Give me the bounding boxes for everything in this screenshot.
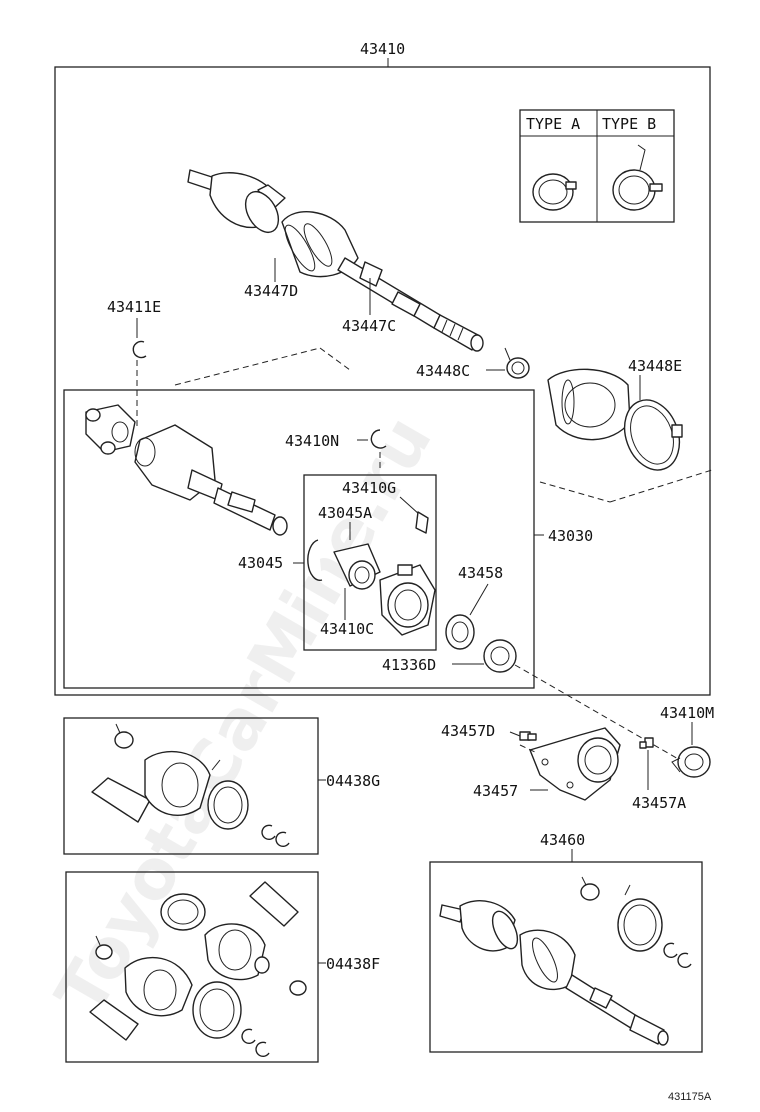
- label-bolt-d[interactable]: 43457D: [441, 722, 495, 740]
- oil-seal-icon: [483, 639, 517, 673]
- label-bearing-retainer[interactable]: 43410C: [320, 620, 374, 638]
- boot-kit-g-box: [63, 717, 319, 855]
- label-bearing-a[interactable]: 43045A: [318, 504, 372, 522]
- label-bearing-m[interactable]: 43410M: [660, 704, 714, 722]
- clamp-small-icon: [504, 347, 530, 379]
- label-clamp-inner[interactable]: 43448C: [416, 362, 470, 380]
- label-ring-g[interactable]: 43410G: [342, 479, 396, 497]
- label-bracket[interactable]: 43457: [473, 782, 518, 800]
- bearing-m-icon: [671, 746, 711, 778]
- tripod-joint-icon: [85, 404, 136, 455]
- drive-shaft-upper-icon: [187, 169, 484, 352]
- boot-kit-f-box: [65, 871, 319, 1063]
- type-a-label: TYPE A: [526, 115, 580, 133]
- clamp-type-box: TYPE A TYPE B: [519, 109, 675, 223]
- label-oil-seal[interactable]: 41336D: [382, 656, 436, 674]
- ring-g-icon: [415, 511, 429, 534]
- label-boot-outer-clamp[interactable]: 43447C: [342, 317, 396, 335]
- clamp-type-b-icon: [612, 144, 663, 211]
- bracket-icon: [529, 727, 621, 801]
- label-bearing-assy[interactable]: 43045: [238, 554, 283, 572]
- bearing-retainer-icon: [379, 564, 436, 636]
- label-outboard-shaft[interactable]: 43460: [540, 831, 585, 849]
- snap-ring-n-icon: [370, 429, 387, 449]
- bearing-icon: [307, 539, 381, 590]
- boot-kit-g-parts-icon: [91, 723, 290, 848]
- label-boot-kit-f[interactable]: 04438F: [326, 955, 380, 973]
- label-boot-outer[interactable]: 43447D: [244, 282, 298, 300]
- clamp-type-a-icon: [532, 173, 577, 211]
- drawing-number: 431175A: [668, 1091, 712, 1103]
- outboard-shaft-icon: [439, 876, 692, 1046]
- inboard-joint-box: [63, 389, 535, 689]
- label-bolt-a[interactable]: 43457A: [632, 794, 686, 812]
- assembly-box: [54, 66, 711, 696]
- boot-kit-f-parts-icon: [89, 881, 307, 1058]
- inboard-housing-icon: [134, 424, 288, 536]
- label-inboard-joint[interactable]: 43030: [548, 527, 593, 545]
- label-snap-ring-inner[interactable]: 43411E: [107, 298, 161, 316]
- type-b-label: TYPE B: [602, 115, 656, 133]
- label-assembly[interactable]: 43410: [360, 40, 405, 58]
- snap-ring-icon: [132, 340, 147, 359]
- bolt-d-icon: [519, 731, 537, 741]
- dust-seal-icon: [445, 614, 475, 650]
- boot-inner-icon: [547, 368, 683, 471]
- label-dust-seal[interactable]: 43458: [458, 564, 503, 582]
- label-snap-ring-n[interactable]: 43410N: [285, 432, 339, 450]
- outboard-shaft-box: [429, 861, 703, 1053]
- label-boot-inner[interactable]: 43448E: [628, 357, 682, 375]
- bolt-a-icon: [639, 737, 654, 749]
- label-boot-kit-g[interactable]: 04438G: [326, 772, 380, 790]
